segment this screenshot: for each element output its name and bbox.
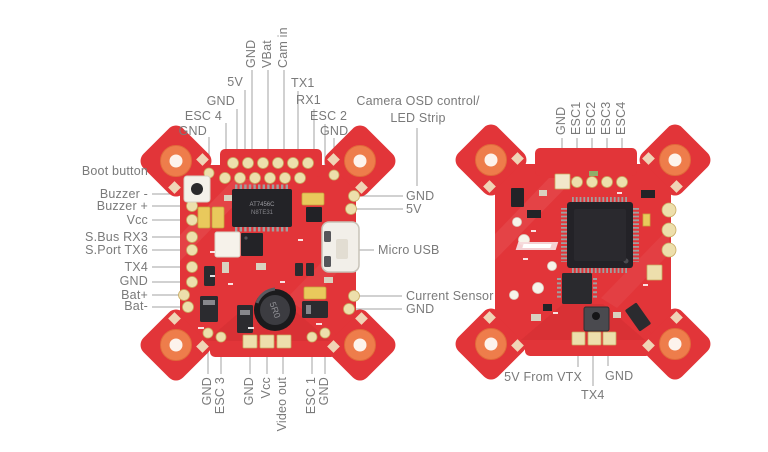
pin-label-bat-minus: Bat- bbox=[124, 299, 148, 313]
pin-label-5v-from-vtx: 5V From VTX bbox=[504, 370, 582, 384]
micro-usb-connector bbox=[321, 221, 360, 273]
pin-label-gnd: GND bbox=[605, 369, 634, 383]
pin-label-buzzer-plus: Buzzer + bbox=[96, 198, 148, 213]
pin-label-gnd: GND bbox=[206, 93, 235, 108]
pin-label-gnd: GND bbox=[242, 377, 256, 406]
boot-button-component bbox=[183, 175, 211, 203]
pin-label-sport-tx6: S.Port TX6 bbox=[85, 242, 148, 257]
pin-label-bat-plus: Bat+ bbox=[121, 287, 148, 302]
pin-label-5v: 5V bbox=[227, 74, 243, 89]
pin-label-video-out: Video out bbox=[275, 377, 289, 432]
pin-label-rx1: RX1 bbox=[296, 93, 321, 107]
pin-label-vcc: Vcc bbox=[259, 377, 273, 399]
pin-label-esc2: ESC 2 bbox=[310, 108, 348, 123]
pin-label-5v: 5V bbox=[406, 201, 422, 216]
pin-label-current-sensor: Current Sensor bbox=[406, 288, 494, 303]
pin-label-gnd: GND bbox=[119, 274, 148, 288]
pin-label-buzzer-minus: Buzzer - bbox=[99, 186, 148, 201]
pin-label-gnd: GND bbox=[554, 106, 568, 135]
power-inductor: 5R0 bbox=[254, 287, 296, 331]
pin-label-tx1: TX1 bbox=[291, 75, 315, 90]
svg-text:AT7456C: AT7456C bbox=[250, 202, 276, 208]
pin-label-cam-in: Cam in bbox=[276, 27, 290, 68]
pin-label-led-strip: LED Strip bbox=[390, 111, 446, 125]
pin-label-gnd: GND bbox=[406, 301, 435, 316]
pin-label-esc1: ESC1 bbox=[569, 101, 583, 135]
pin-label-camera-osd-control: Camera OSD control/ bbox=[356, 94, 480, 108]
gyro-chip-back bbox=[557, 273, 597, 304]
pin-label-vcc: Vcc bbox=[126, 212, 148, 227]
pin-label-boot-button: Boot button bbox=[81, 164, 148, 178]
board-back-view bbox=[450, 119, 716, 385]
pin-label-tx4: TX4 bbox=[581, 388, 605, 402]
pin-label-sbus-rx3: S.Bus RX3 bbox=[85, 229, 148, 244]
svg-text:N8TE31: N8TE31 bbox=[251, 210, 274, 216]
pin-label-esc3: ESC3 bbox=[599, 101, 613, 135]
pin-label-gnd: GND bbox=[406, 188, 435, 203]
osd-chip: AT7456C N8TE31 bbox=[232, 184, 292, 232]
pin-label-gnd: GND bbox=[244, 39, 258, 68]
pin-label-esc2: ESC2 bbox=[584, 101, 598, 135]
pin-label-esc3: ESC 3 bbox=[213, 377, 227, 415]
pin-label-micro-usb: Micro USB bbox=[378, 242, 440, 257]
pin-label-tx4: TX4 bbox=[124, 259, 148, 274]
pin-label-vbat: VBat bbox=[260, 40, 274, 68]
mcu-chip bbox=[561, 197, 639, 273]
silkscreen-logo bbox=[515, 242, 559, 250]
pin-label-esc4: ESC4 bbox=[614, 101, 628, 135]
pin-label-gnd: GND bbox=[320, 123, 349, 138]
barometer-sensor bbox=[583, 306, 610, 332]
pin-label-gnd: GND bbox=[178, 123, 207, 138]
board-front-view: AT7456C N8TE31 5R bbox=[135, 120, 401, 386]
gyro-chip bbox=[241, 233, 263, 256]
pin-label-esc4: ESC 4 bbox=[184, 108, 222, 123]
pin-label-gnd: GND bbox=[317, 377, 331, 406]
